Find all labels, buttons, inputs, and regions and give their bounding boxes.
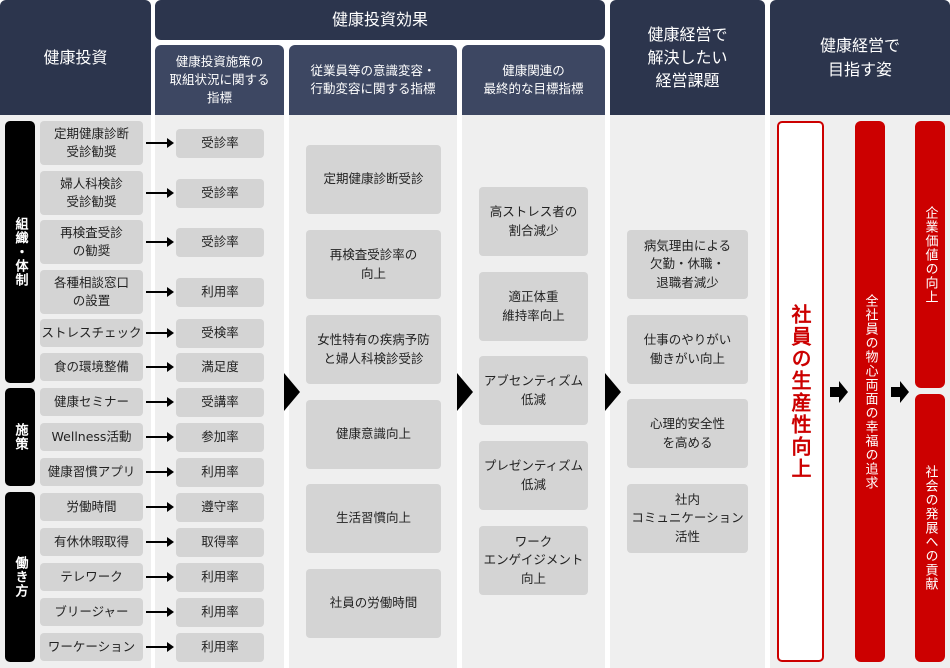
- arrow-right-icon: [146, 467, 174, 477]
- subheader-initiative-indicators: 健康投資施策の 取組状況に関する 指標: [155, 45, 284, 115]
- issues-column: [610, 115, 765, 668]
- group-label: 施策: [5, 388, 35, 486]
- header-investment: 健康投資: [0, 0, 151, 115]
- goal-productivity: 社員の生産性向上: [777, 121, 824, 662]
- final-indicator: ワーク エンゲイジメント 向上: [479, 526, 588, 595]
- investment-item: 食の環境整備: [40, 353, 143, 381]
- issue-item: 社内 コミュニケーション 活性: [627, 484, 748, 553]
- chevron-right-icon: [457, 373, 473, 411]
- behavior-indicator: 社員の労働時間: [306, 569, 441, 638]
- final-indicator: 高ストレス者の 割合減少: [479, 187, 588, 256]
- final-indicator: 適正体重 維持率向上: [479, 272, 588, 341]
- group-label: 組織・体制: [5, 121, 35, 383]
- arrow-right-icon: [146, 287, 174, 297]
- metric-item: 利用率: [176, 632, 264, 662]
- header-effect: 健康投資効果: [155, 0, 605, 40]
- group-label: 働き方: [5, 492, 35, 662]
- metric-item: 利用率: [176, 597, 264, 627]
- metric-item: 満足度: [176, 352, 264, 382]
- arrow-right-icon: [146, 237, 174, 247]
- investment-item: テレワーク: [40, 563, 143, 591]
- arrow-right-icon: [146, 397, 174, 407]
- arrow-right-icon: [146, 362, 174, 372]
- investment-item: 健康セミナー: [40, 388, 143, 416]
- behavior-indicator: 生活習慣向上: [306, 484, 441, 553]
- investment-item: ワーケーション: [40, 633, 143, 661]
- investment-item: 再検査受診 の勧奨: [40, 220, 143, 264]
- metric-item: 受診率: [176, 128, 264, 158]
- arrow-right-icon: [891, 381, 909, 403]
- metric-item: 受講率: [176, 387, 264, 417]
- metric-item: 受診率: [176, 227, 264, 257]
- metric-item: 取得率: [176, 527, 264, 557]
- arrow-right-icon: [146, 188, 174, 198]
- header-goal: 健康経営で 目指す姿: [770, 0, 950, 115]
- behavior-indicator: 定期健康診断受診: [306, 145, 441, 214]
- arrow-right-icon: [830, 381, 848, 403]
- investment-item: 健康習慣アプリ: [40, 458, 143, 486]
- goal-wellbeing: 全社員の物心両面の幸福の追求: [855, 121, 885, 662]
- investment-item: 有休休暇取得: [40, 528, 143, 556]
- arrow-right-icon: [146, 537, 174, 547]
- metric-item: 利用率: [176, 457, 264, 487]
- investment-item: 各種相談窓口 の設置: [40, 270, 143, 314]
- investment-item: ストレスチェック: [40, 319, 143, 347]
- arrow-right-icon: [146, 642, 174, 652]
- arrow-right-icon: [146, 328, 174, 338]
- investment-item: ブリージャー: [40, 598, 143, 626]
- metric-item: 受診率: [176, 178, 264, 208]
- investment-item: 定期健康診断 受診勧奨: [40, 121, 143, 165]
- arrow-right-icon: [146, 607, 174, 617]
- investment-item: 婦人科検診 受診勧奨: [40, 171, 143, 215]
- final-indicator: アブセンティズム 低減: [479, 356, 588, 425]
- subheader-final-indicators: 健康関連の 最終的な目標指標: [462, 45, 605, 115]
- final-indicator: プレゼンティズム 低減: [479, 441, 588, 510]
- metric-item: 遵守率: [176, 492, 264, 522]
- chevron-right-icon: [284, 373, 300, 411]
- arrow-right-icon: [146, 138, 174, 148]
- investment-item: 労働時間: [40, 493, 143, 521]
- investment-item: Wellness活動: [40, 423, 143, 451]
- chevron-right-icon: [605, 373, 621, 411]
- issue-item: 心理的安全性 を高める: [627, 399, 748, 468]
- goal-corporate-value: 企業価値の向上: [915, 121, 945, 388]
- behavior-indicator: 健康意識向上: [306, 400, 441, 469]
- behavior-indicator: 女性特有の疾病予防 と婦人科検診受診: [306, 315, 441, 384]
- goal-society: 社会の発展への貢献: [915, 394, 945, 662]
- arrow-right-icon: [146, 432, 174, 442]
- issue-item: 病気理由による 欠勤・休職・ 退職者減少: [627, 230, 748, 299]
- arrow-right-icon: [146, 502, 174, 512]
- metric-item: 利用率: [176, 562, 264, 592]
- metric-item: 参加率: [176, 422, 264, 452]
- metric-item: 利用率: [176, 277, 264, 307]
- arrow-right-icon: [146, 572, 174, 582]
- issue-item: 仕事のやりがい 働きがい向上: [627, 315, 748, 384]
- metric-item: 受検率: [176, 318, 264, 348]
- header-issues: 健康経営で 解決したい 経営課題: [610, 0, 765, 115]
- behavior-indicator: 再検査受診率の 向上: [306, 230, 441, 299]
- subheader-behavior-indicators: 従業員等の意識変容・ 行動変容に関する指標: [289, 45, 457, 115]
